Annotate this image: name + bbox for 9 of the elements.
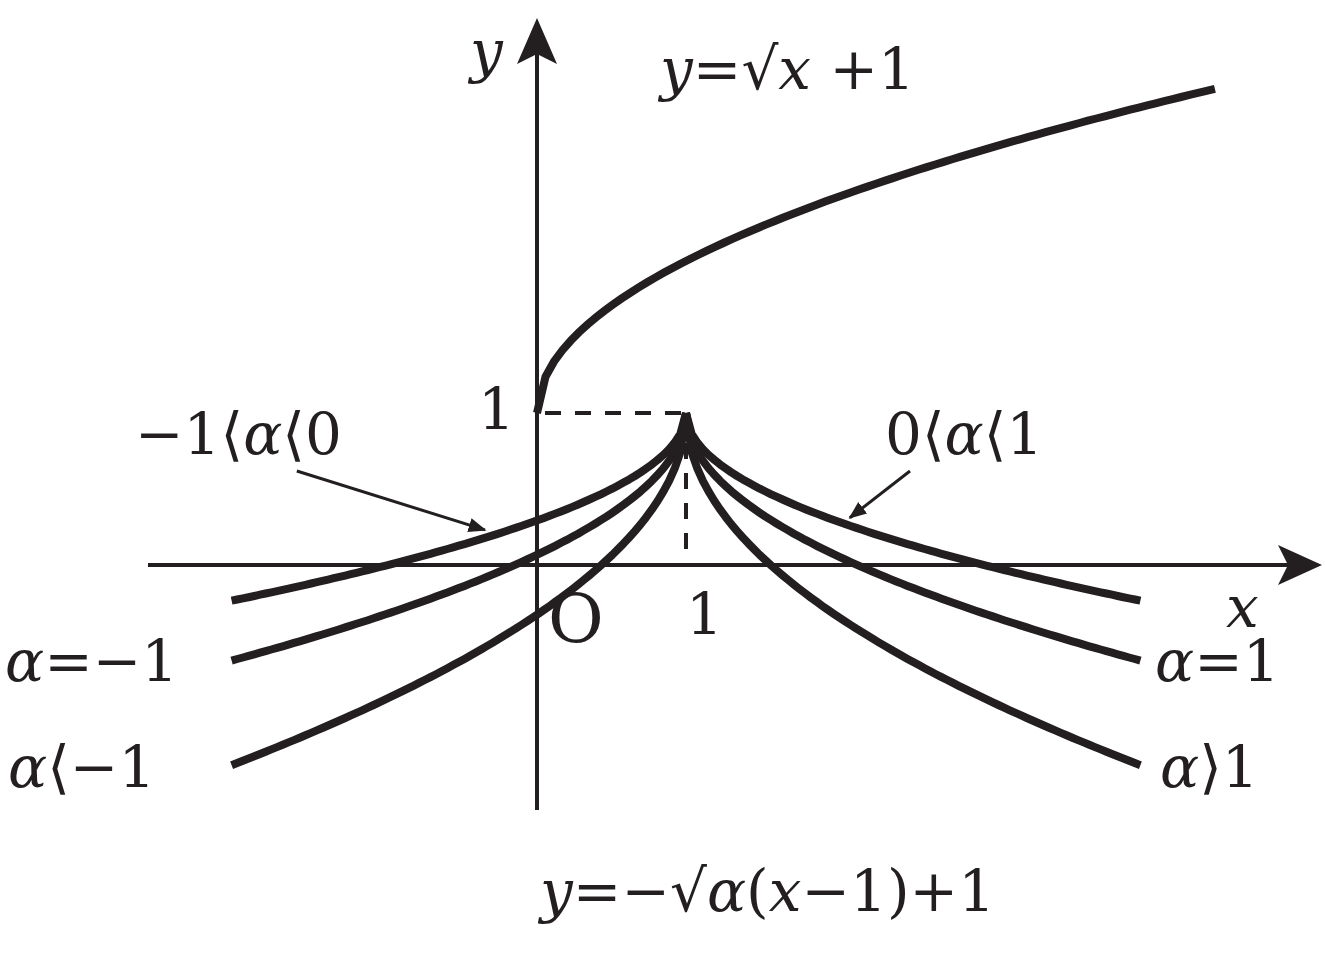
curve-label: α⟩1 [1160,738,1259,796]
leader-arrow [848,469,911,519]
tick-label: 1 [686,585,723,643]
curve-label: α=−1 [5,632,179,690]
curve-label: α⟨−1 [8,738,156,796]
curve-label: −1⟨α⟨0 [135,405,342,463]
leader-arrow [296,469,487,532]
tick-label: 1 [478,380,515,438]
curve-label: 0⟨α⟨1 [885,405,1044,463]
